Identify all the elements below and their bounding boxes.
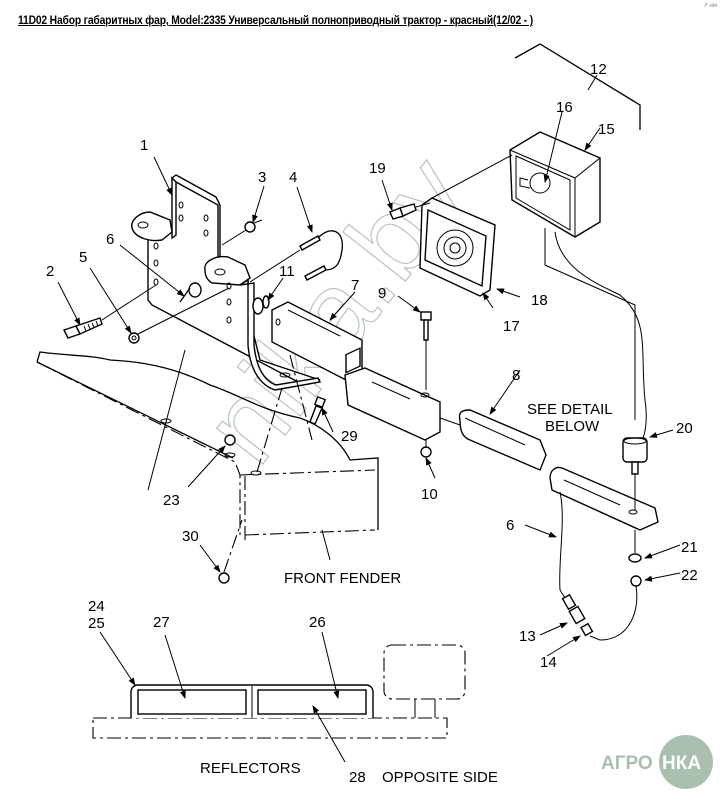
callout-29: 29 bbox=[341, 428, 358, 445]
callout-24: 24 bbox=[88, 598, 105, 615]
see-detail-label-line2: BELOW bbox=[545, 418, 600, 435]
nut-item-3 bbox=[221, 219, 263, 246]
connector-item-14 bbox=[580, 622, 594, 637]
nut-item-22 bbox=[630, 575, 642, 587]
connector-item-13 bbox=[561, 593, 586, 625]
callout-8: 8 bbox=[512, 367, 520, 384]
tube-item-8 bbox=[439, 409, 547, 471]
front-fender-label: FRONT FENDER bbox=[284, 570, 401, 587]
nut-item-23 bbox=[224, 434, 236, 458]
reflectors-label: REFLECTORS bbox=[200, 760, 301, 777]
tube-middle bbox=[344, 367, 441, 441]
see-detail-label-line1: SEE DETAIL bbox=[527, 401, 613, 418]
callout-2: 2 bbox=[46, 263, 54, 280]
fender-plate bbox=[36, 351, 379, 540]
nut-item-10 bbox=[420, 446, 432, 458]
nut-item-5 bbox=[128, 287, 230, 344]
reflector-left bbox=[137, 689, 247, 715]
bolt-item-9 bbox=[420, 311, 432, 448]
reflector-right bbox=[257, 689, 367, 715]
callout-4: 4 bbox=[289, 169, 297, 186]
callout-20: 20 bbox=[676, 420, 693, 437]
callout-23: 23 bbox=[163, 492, 180, 509]
callout-12: 12 bbox=[590, 61, 607, 78]
corner-mark: ↗ нм bbox=[702, 3, 717, 9]
callout-1: 1 bbox=[140, 137, 148, 154]
nut-item-30 bbox=[218, 519, 243, 584]
callout-17: 17 bbox=[503, 318, 520, 335]
logo-left-text: АГРО bbox=[601, 753, 653, 774]
logo-circle bbox=[659, 735, 713, 789]
callout-27: 27 bbox=[153, 614, 170, 631]
u-bolt-item-4 bbox=[249, 230, 343, 283]
diagram-labels: SEE DETAIL BELOW FRONT FENDER REFLECTORS… bbox=[200, 401, 613, 786]
mounting-bracket bbox=[131, 174, 322, 391]
page-title: 11D02 Набор габаритных фар, Model:2335 У… bbox=[18, 13, 534, 27]
leader-lines bbox=[57, 74, 681, 763]
callout-21: 21 bbox=[681, 539, 698, 556]
callout-5: 5 bbox=[79, 249, 87, 266]
grommet-item-20 bbox=[622, 437, 648, 510]
washer-item-21 bbox=[628, 553, 642, 563]
callout-18: 18 bbox=[531, 292, 548, 309]
tube-end bbox=[549, 466, 659, 531]
callout-16: 16 bbox=[556, 99, 573, 116]
callout-22: 22 bbox=[681, 567, 698, 584]
callout-26: 26 bbox=[309, 614, 326, 631]
callout-15: 15 bbox=[598, 121, 615, 138]
callout-28: 28 bbox=[349, 769, 366, 786]
callout-6-wire: 6 bbox=[506, 517, 514, 534]
connector-item-6 bbox=[179, 282, 202, 303]
screw-item-19 bbox=[389, 202, 431, 220]
callout-9: 9 bbox=[378, 285, 386, 302]
callout-14: 14 bbox=[540, 654, 557, 671]
callout-6-bracket: 6 bbox=[106, 231, 114, 248]
reflector-detail bbox=[92, 644, 466, 739]
callout-25: 25 bbox=[88, 615, 105, 632]
callout-7: 7 bbox=[351, 277, 359, 294]
callouts: 1 2 3 4 5 6 6 7 8 9 10 11 12 13 14 15 16… bbox=[46, 61, 698, 786]
callout-30: 30 bbox=[182, 528, 199, 545]
logo-circle-text: НКА bbox=[662, 753, 701, 774]
bracket-item-12 bbox=[514, 43, 641, 130]
callout-13: 13 bbox=[519, 628, 536, 645]
callout-10: 10 bbox=[421, 486, 438, 503]
callout-3: 3 bbox=[258, 169, 266, 186]
callout-11: 11 bbox=[279, 263, 295, 280]
opposite-side-label: OPPOSITE SIDE bbox=[382, 769, 498, 786]
lamp-housing-item-15 bbox=[509, 131, 601, 238]
bolt-item-29 bbox=[309, 395, 327, 425]
bolt-item-2 bbox=[63, 284, 157, 339]
agronika-logo: АГРО НКА bbox=[601, 735, 713, 789]
callout-19: 19 bbox=[369, 160, 386, 177]
